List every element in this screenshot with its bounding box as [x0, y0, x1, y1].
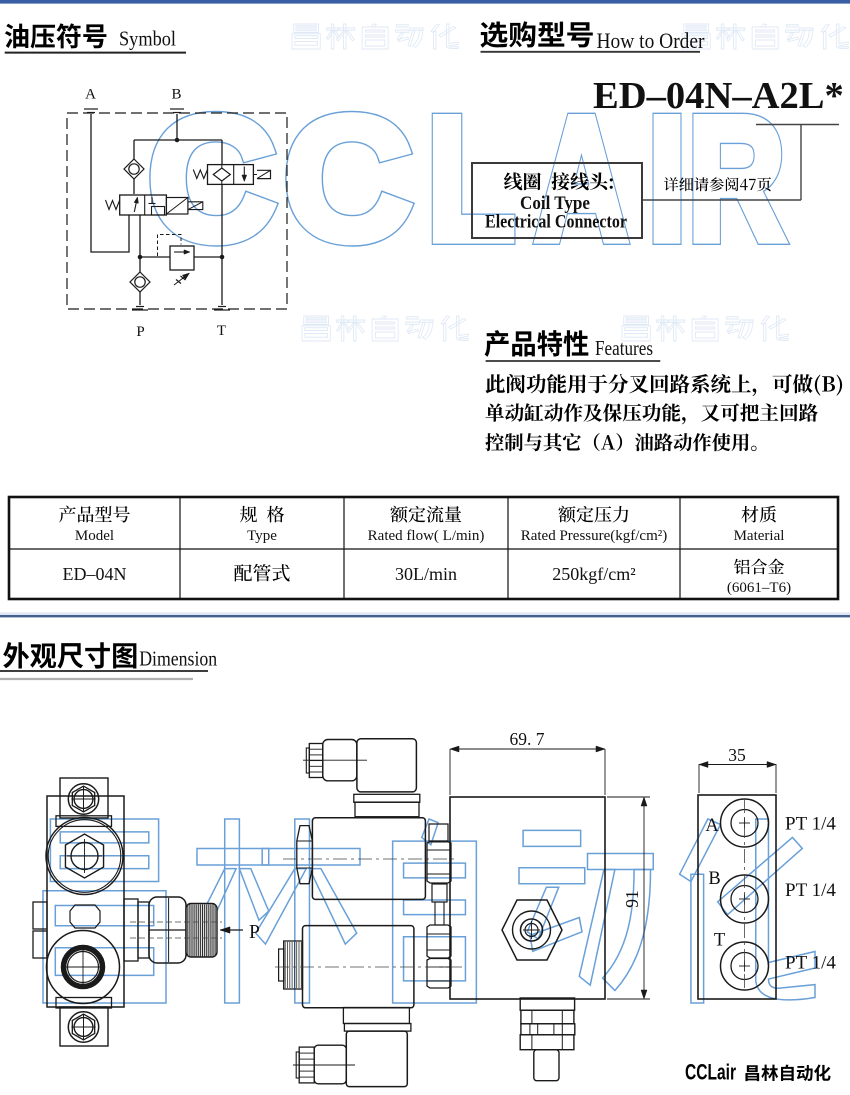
svg-text:P: P — [249, 922, 260, 943]
svg-text:T: T — [714, 931, 725, 951]
svg-text:P: P — [136, 324, 144, 340]
svg-text:Material: Material — [734, 528, 785, 544]
svg-text:Electrical Connector: Electrical Connector — [485, 212, 627, 233]
svg-text:Type: Type — [247, 528, 277, 544]
svg-text:Dimension: Dimension — [139, 647, 217, 671]
svg-text:R: R — [688, 82, 785, 277]
svg-text:C: C — [284, 82, 412, 277]
svg-text:Features: Features — [595, 336, 653, 360]
svg-text:PT 1/4: PT 1/4 — [785, 880, 836, 901]
svg-text:91: 91 — [622, 890, 642, 908]
svg-text:C: C — [148, 82, 276, 277]
svg-text:PT 1/4: PT 1/4 — [785, 953, 836, 974]
svg-text:R: R — [688, 82, 785, 277]
svg-text:A: A — [535, 82, 628, 277]
svg-text:250kgf/cm²: 250kgf/cm² — [552, 564, 635, 584]
svg-text:ED–04N: ED–04N — [63, 564, 127, 584]
svg-text:Model: Model — [75, 528, 114, 544]
svg-text:A: A — [705, 816, 719, 836]
svg-text:T: T — [217, 323, 226, 339]
svg-text:Rated flow( L/min): Rated flow( L/min) — [368, 528, 485, 544]
svg-text:Coil Type: Coil Type — [520, 193, 590, 214]
svg-text:30L/min: 30L/min — [395, 564, 457, 584]
svg-text:B: B — [171, 87, 181, 103]
svg-text:ED–04N–A2L*: ED–04N–A2L* — [593, 75, 844, 117]
svg-text:(6061–T6): (6061–T6) — [727, 580, 791, 596]
svg-text:69. 7: 69. 7 — [510, 729, 545, 749]
svg-text:35: 35 — [728, 745, 746, 765]
svg-text:C: C — [284, 82, 412, 277]
svg-text:Symbol: Symbol — [119, 27, 176, 51]
svg-text:C: C — [148, 82, 276, 277]
svg-text:CCLair: CCLair — [685, 1060, 736, 1085]
svg-text:PT 1/4: PT 1/4 — [785, 814, 836, 835]
svg-text:A: A — [85, 87, 96, 103]
svg-text:How to Order: How to Order — [597, 28, 706, 53]
svg-text:Rated Pressure(kgf/cm²): Rated Pressure(kgf/cm²) — [521, 528, 668, 544]
svg-text:B: B — [708, 869, 720, 889]
